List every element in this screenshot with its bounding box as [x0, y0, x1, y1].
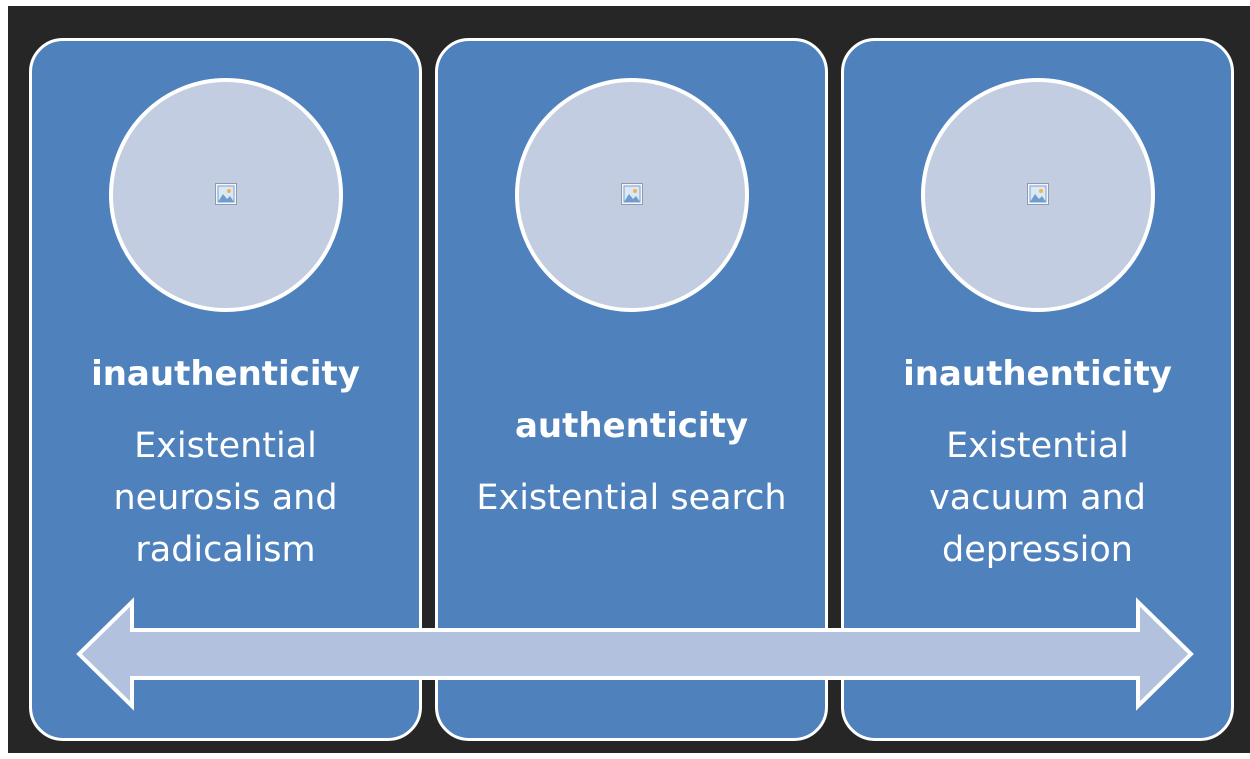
panel-description: Existential neurosis and radicalism [113, 426, 338, 570]
panel-inauthenticity-left: inauthenticity Existential neurosis and … [29, 38, 422, 741]
picture-placeholder-icon [621, 183, 643, 205]
panel-title: inauthenticity [91, 354, 360, 394]
panel-description: Existential vacuum and depression [929, 426, 1146, 570]
picture-placeholder-circle [109, 78, 343, 312]
panel-description: Existential search [476, 478, 787, 518]
panel-authenticity-center: authenticity Existential search [435, 38, 828, 741]
panel-title: authenticity [514, 406, 748, 446]
panel-title: inauthenticity [903, 354, 1172, 394]
picture-placeholder-circle [921, 78, 1155, 312]
picture-placeholder-icon [1027, 183, 1049, 205]
picture-placeholder-icon [215, 183, 237, 205]
picture-placeholder-circle [515, 78, 749, 312]
panel-inauthenticity-right: inauthenticity Existential vacuum and de… [841, 38, 1234, 741]
